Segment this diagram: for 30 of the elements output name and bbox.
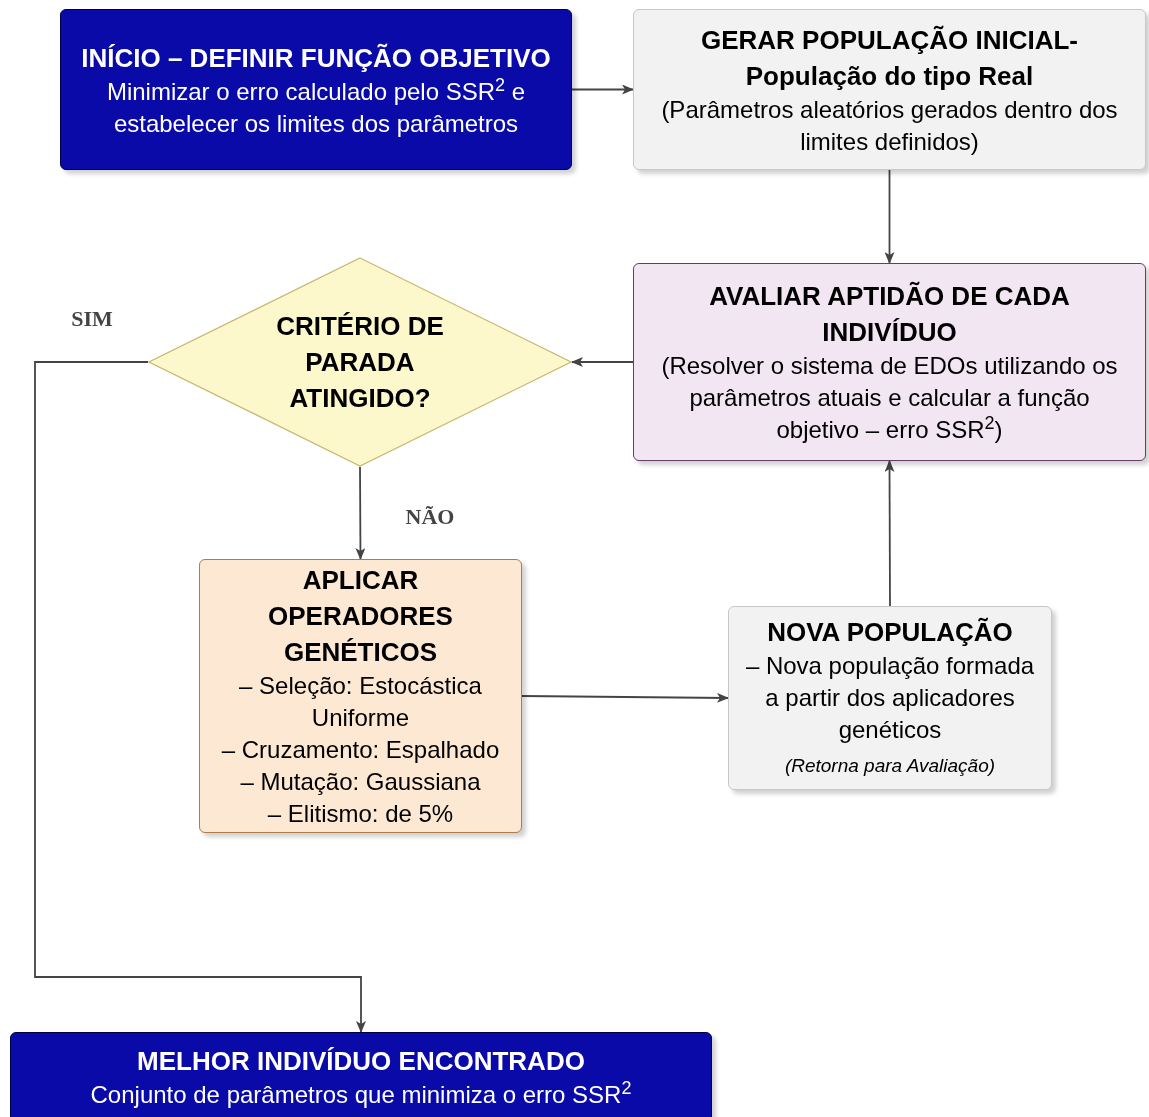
node-heading: GERAR POPULAÇÃO INICIAL- População do tipo Real [700, 23, 1079, 93]
process-box [728, 606, 1052, 790]
node-text: – Cruzamento: Espalhado [221, 735, 500, 765]
node-text: – Mutação: Gaussiana [240, 767, 481, 797]
node-note: (Retorna para Avaliação) [784, 754, 996, 778]
node-heading: APLICAR OPERADORES GENÉTICOS [267, 564, 454, 669]
arrow [884, 169, 895, 264]
node-text: – Seleção: Estocástica Uniforme [238, 671, 483, 733]
arrow [884, 460, 895, 607]
process-box [633, 9, 1146, 170]
process-box [633, 263, 1146, 461]
node-heading: MELHOR INDIVÍDUO ENCONTRADO [137, 1045, 585, 1078]
node-text: (Parâmetros aleatórios gerados dentro dos limites definidos) [660, 94, 1119, 157]
end-box [10, 1032, 712, 1117]
node-heading: INÍCIO – DEFINIR FUNÇÃO OBJETIVO [81, 41, 551, 75]
arrow [34, 361, 366, 1033]
arrow [571, 357, 634, 367]
node-text: (Resolver o sistema de EDOs utilizando os parâmetros atuais e calcular a função objetivo – erro SSR$^{2}$) [660, 351, 1119, 445]
arrow [355, 466, 366, 560]
node-heading: CRITÉRIO DE PARADA ATINGIDO? [275, 310, 445, 415]
start-box [60, 9, 572, 170]
node-heading: NOVA POPULAÇÃO [767, 616, 1013, 649]
node-text: Minimizar o erro calculado pelo SSR$^{2}$ e estabelecer os limites dos parâmetros [105, 75, 527, 139]
arrow [521, 692, 729, 703]
node-text: – Nova população formada a partir dos aplicadores genéticos [744, 651, 1036, 745]
node-text: – Elitismo: de 5% [267, 799, 454, 829]
node-heading: AVALIAR APTIDÃO DE CADA INDIVÍDUO [708, 280, 1071, 349]
node-text: Conjunto de parâmetros que minimiza o erro SSR$^{2}$ [90, 1079, 632, 1110]
arrow [571, 84, 634, 95]
process-box [199, 559, 522, 833]
